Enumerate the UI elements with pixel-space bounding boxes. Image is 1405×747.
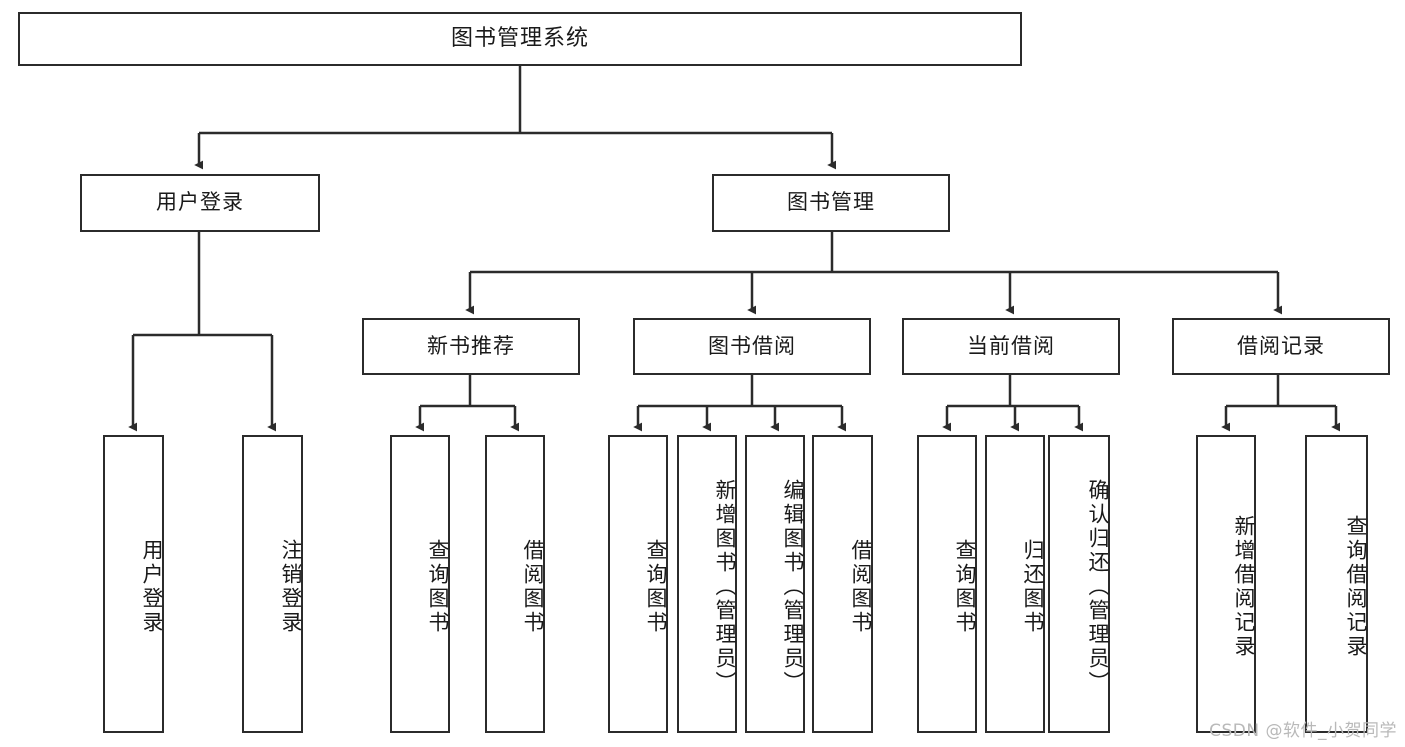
leaf-new-book-borrow[interactable]: 借阅图书 [485,435,545,733]
leaf-user-login-logout[interactable]: 注销登录 [242,435,303,733]
leaf-current-query-book[interactable]: 查询图书 [917,435,977,733]
node-label: 借阅记录 [1237,333,1325,358]
csdn-watermark: CSDN @软件_小贺同学 [1209,721,1397,741]
node-label: 查询图书 [953,539,977,635]
node-root[interactable]: 图书管理系统 [18,12,1022,66]
node-label: 用户登录 [156,190,244,215]
node-label: 查询借阅记录 [1344,515,1368,659]
leaf-user-login-login[interactable]: 用户登录 [103,435,164,733]
leaf-borrow-query-book[interactable]: 查询图书 [608,435,668,733]
node-label: 编辑图书（管理员） [781,479,805,695]
node-label: 归还图书 [1021,539,1045,635]
node-label: 新书推荐 [427,333,515,358]
node-label: 当前借阅 [967,333,1055,358]
node-label: 图书管理系统 [450,25,589,51]
node-book-management[interactable]: 图书管理 [712,174,950,232]
node-label: 确认归还（管理员） [1086,479,1110,695]
leaf-borrow-borrow-book[interactable]: 借阅图书 [812,435,873,733]
node-label: 借阅图书 [849,539,873,635]
node-new-book-recommend[interactable]: 新书推荐 [362,318,580,375]
node-current-borrow[interactable]: 当前借阅 [902,318,1120,375]
leaf-records-add-record[interactable]: 新增借阅记录 [1196,435,1256,733]
leaf-records-query-record[interactable]: 查询借阅记录 [1305,435,1368,733]
node-label: 用户登录 [140,539,164,635]
node-label: 图书借阅 [708,333,796,358]
node-user-login[interactable]: 用户登录 [80,174,320,232]
leaf-borrow-edit-book-admin[interactable]: 编辑图书（管理员） [745,435,805,733]
node-label: 查询图书 [644,539,668,635]
node-book-borrow[interactable]: 图书借阅 [633,318,871,375]
node-label: 查询图书 [426,539,450,635]
node-label: 新增图书（管理员） [713,479,737,695]
node-label: 图书管理 [787,190,875,215]
node-borrow-records[interactable]: 借阅记录 [1172,318,1390,375]
node-label: 借阅图书 [521,539,545,635]
leaf-new-book-query[interactable]: 查询图书 [390,435,450,733]
leaf-current-confirm-return-admin[interactable]: 确认归还（管理员） [1048,435,1110,733]
node-label: 注销登录 [279,539,303,635]
leaf-current-return-book[interactable]: 归还图书 [985,435,1045,733]
leaf-borrow-add-book-admin[interactable]: 新增图书（管理员） [677,435,737,733]
node-label: 新增借阅记录 [1232,515,1256,659]
